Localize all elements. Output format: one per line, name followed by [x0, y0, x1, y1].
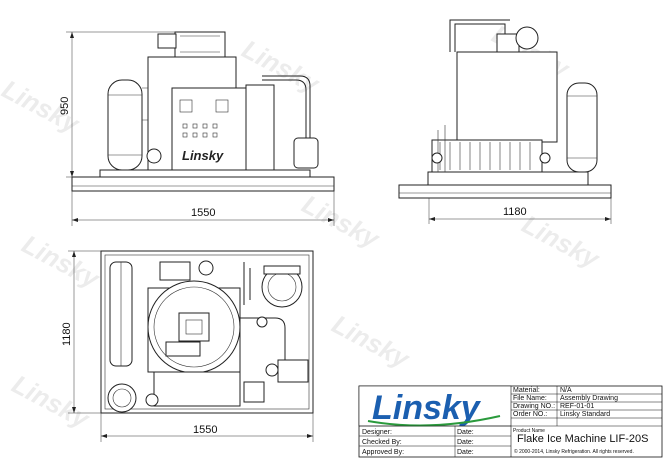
field-label-drawing-no: Drawing NO.:: [513, 403, 555, 410]
plan-gauge: [198, 260, 214, 276]
plan-compressor-mount: [263, 265, 301, 275]
field-label-order-no: Order NO.:: [513, 411, 547, 418]
field-value-order-no: Linsky Standard: [560, 411, 610, 418]
product-name: Flake Ice Machine LIF-20S: [517, 433, 648, 445]
title-fields: Material: N/A File Name: Assembly Drawin…: [511, 386, 662, 434]
plan-pump: [107, 383, 137, 413]
front-water-tank: [245, 84, 275, 171]
plan-pipe: [240, 317, 286, 360]
front-indicator-lights: [182, 123, 218, 138]
side-base: [398, 184, 612, 199]
title-logo-swoosh: [367, 415, 501, 427]
side-receiver-tank: [566, 82, 598, 173]
watermark-text: Linsky: [297, 189, 385, 255]
side-motor-fan: [515, 26, 539, 50]
plan-dimensions: 1180 1550: [61, 250, 314, 442]
front-frame: [99, 169, 311, 178]
plan-filter: [243, 381, 265, 403]
title-logo: Linsky: [372, 389, 482, 427]
plan-condenser: [153, 371, 241, 407]
field-value-file-name: Assembly Drawing: [560, 395, 618, 402]
front-valve: [146, 148, 162, 164]
watermark-text: Linsky: [7, 369, 95, 435]
plan-water-tank: [277, 359, 309, 383]
front-pipe: [262, 79, 307, 140]
dim-front-width: 1550: [191, 207, 215, 219]
plan-gear-motor: [178, 312, 210, 342]
title-block: Linsky Material: N/A File Name: Assembly…: [358, 385, 663, 458]
plan-control-box: [159, 261, 191, 281]
front-control-panel: [171, 87, 247, 171]
watermark-text: Linsky: [0, 74, 85, 140]
signature-designer-date: Date:: [457, 429, 474, 436]
front-dimensions: 950 1550: [59, 31, 335, 226]
signature-checked-date: Date:: [457, 439, 474, 446]
field-label-product-name: Product Name: [513, 428, 545, 434]
side-pipe: [454, 23, 506, 52]
front-switch: [179, 99, 193, 113]
side-evaporator-housing: [456, 51, 558, 143]
front-pump: [293, 137, 319, 169]
watermark-text: Linsky: [17, 229, 105, 295]
watermark-text: Linsky: [517, 209, 605, 275]
side-valve: [431, 152, 443, 164]
signature-approved-label: Approved By:: [362, 449, 404, 456]
field-label-file-name: File Name:: [513, 395, 547, 402]
front-receiver-tank: [107, 79, 143, 171]
plan-valve: [145, 393, 159, 407]
field-value-drawing-no: REF-01-01: [560, 403, 594, 410]
plan-valve: [265, 363, 279, 377]
plan-view: [100, 250, 314, 414]
watermark-text: Linsky: [327, 309, 415, 375]
side-pipe: [449, 19, 510, 52]
plan-valve: [256, 316, 268, 328]
plan-motor: [165, 341, 201, 357]
side-view: [398, 19, 612, 199]
signature-checked-label: Checked By:: [362, 439, 402, 446]
side-dimensions: 1180: [428, 198, 612, 224]
dim-side-width: 1180: [503, 206, 527, 218]
front-pipe: [262, 75, 311, 140]
front-base: [71, 176, 335, 192]
dim-front-height: 950: [59, 97, 71, 115]
front-view: Linsky: [71, 31, 335, 192]
dim-plan-width: 1550: [193, 424, 217, 436]
signature-designer-label: Designer:: [362, 429, 392, 436]
field-value-material: N/A: [560, 387, 572, 394]
front-motor-cap: [157, 33, 177, 49]
copyright: © 2000-2014, Linsky Refrigeration. All r…: [514, 448, 634, 455]
signature-rows: Designer: Date: Checked By: Date: Approv…: [359, 425, 512, 457]
front-switch: [215, 99, 229, 113]
side-condenser: [431, 139, 543, 173]
field-label-material: Material:: [513, 387, 540, 394]
dim-plan-depth: 1180: [61, 322, 73, 346]
front-panel-logo: Linsky: [182, 148, 224, 163]
side-pipe: [437, 125, 446, 172]
side-valve: [539, 152, 551, 164]
side-frame: [427, 171, 589, 186]
signature-approved-date: Date:: [457, 449, 474, 456]
